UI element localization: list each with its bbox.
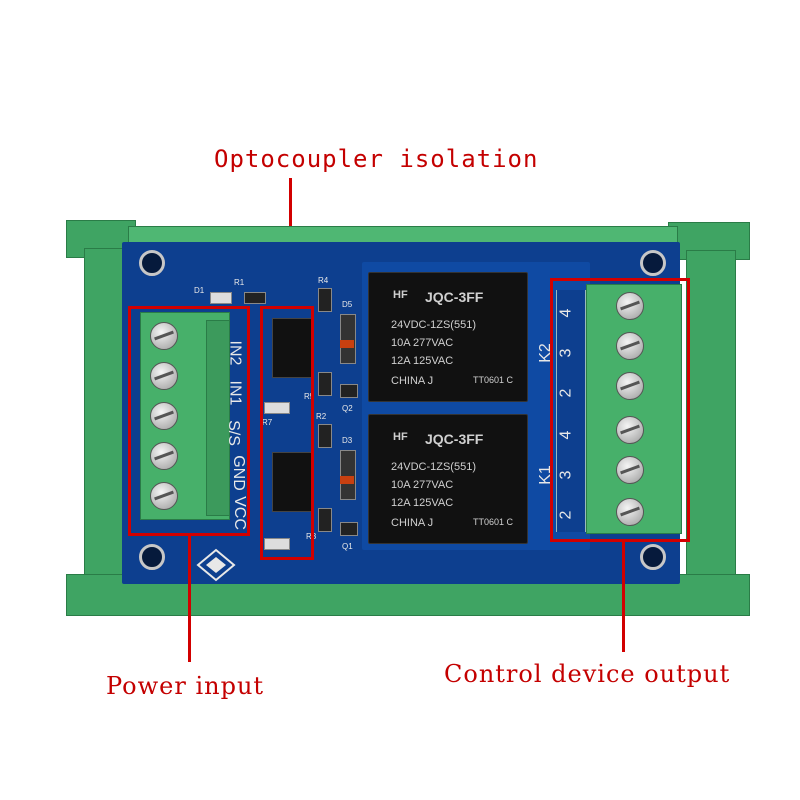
silk-r4: R4 xyxy=(318,276,329,285)
output-terminal-block xyxy=(586,284,682,534)
silk-r7: R7 xyxy=(262,418,273,427)
resistor-r3 xyxy=(318,508,332,532)
silk-d5: D5 xyxy=(342,300,353,309)
transistor-q2 xyxy=(340,384,358,398)
input-screw-1[interactable] xyxy=(150,322,178,350)
silk-q2: Q2 xyxy=(342,404,353,413)
control-output-highlight xyxy=(550,278,690,542)
output-screw-4[interactable] xyxy=(616,416,644,444)
resistor-r4 xyxy=(318,288,332,312)
relay-k2-code: TT0601 C xyxy=(473,375,514,385)
silk-q1: Q1 xyxy=(342,542,353,551)
brand-logo-icon xyxy=(196,548,236,582)
input-screw-4[interactable] xyxy=(150,442,178,470)
mounting-hole-bottom-right xyxy=(640,544,666,570)
relay-k1-rating2: 12A 125VAC xyxy=(391,497,454,509)
relay-k2-rating1: 10A 277VAC xyxy=(391,337,454,349)
relay-k1-model: JQC-3FF xyxy=(425,431,484,447)
led-d1 xyxy=(210,292,232,304)
diode-d3-band xyxy=(340,476,354,484)
silk-r5: R5 xyxy=(304,392,315,401)
relay-k2-origin: CHINA J xyxy=(391,375,434,387)
optocoupler-ic-1 xyxy=(272,318,314,378)
output-pin-strip xyxy=(556,290,586,532)
input-screw-2[interactable] xyxy=(150,362,178,390)
optocoupler-ic-2 xyxy=(272,452,314,512)
relay-k1-rating1: 10A 277VAC xyxy=(391,479,454,491)
relay-k1-brand: HF xyxy=(393,431,408,443)
power-input-pointer xyxy=(188,536,191,662)
relay-k2: JQC-3FF HF 24VDC-1ZS(551) 10A 277VAC 12A… xyxy=(368,272,528,402)
control-output-pointer xyxy=(622,542,625,652)
mounting-hole-bottom-left xyxy=(139,544,165,570)
optocoupler-highlight xyxy=(260,306,314,560)
silk-d1: D1 xyxy=(194,286,205,295)
led-opto-1 xyxy=(264,402,290,414)
output-screw-1[interactable] xyxy=(616,292,644,320)
diode-d5-band xyxy=(340,340,354,348)
relay-k1-coil: 24VDC-1ZS(551) xyxy=(391,461,476,473)
input-screw-3[interactable] xyxy=(150,402,178,430)
control-output-callout: Control device output xyxy=(444,660,731,688)
transistor-q1 xyxy=(340,522,358,536)
resistor-r2 xyxy=(318,424,332,448)
output-screw-2[interactable] xyxy=(616,332,644,360)
din-rail-left-side xyxy=(84,248,124,586)
diode-d5 xyxy=(340,314,356,364)
relay-k2-coil: 24VDC-1ZS(551) xyxy=(391,319,476,331)
resistor-r1 xyxy=(244,292,266,304)
diode-d3 xyxy=(340,450,356,500)
relay-k1: JQC-3FF HF 24VDC-1ZS(551) 10A 277VAC 12A… xyxy=(368,414,528,544)
output-screw-6[interactable] xyxy=(616,498,644,526)
silk-d3: D3 xyxy=(342,436,353,445)
relay-k2-brand: HF xyxy=(393,289,408,301)
resistor-r5 xyxy=(318,372,332,396)
silk-r2: R2 xyxy=(316,412,327,421)
din-rail-right-side xyxy=(686,250,736,588)
optocoupler-callout: Optocoupler isolation xyxy=(214,145,539,173)
relay-k2-rating2: 12A 125VAC xyxy=(391,355,454,367)
relay-k2-model: JQC-3FF xyxy=(425,289,484,305)
silk-r1: R1 xyxy=(234,278,245,287)
input-screw-5[interactable] xyxy=(150,482,178,510)
power-input-callout: Power input xyxy=(106,672,265,700)
output-screw-3[interactable] xyxy=(616,372,644,400)
led-opto-2 xyxy=(264,538,290,550)
input-terminal-back xyxy=(206,320,230,516)
mounting-hole-top-right xyxy=(640,250,666,276)
power-input-highlight xyxy=(128,306,250,536)
output-screw-5[interactable] xyxy=(616,456,644,484)
mounting-hole-top-left xyxy=(139,250,165,276)
relay-k1-code: TT0601 C xyxy=(473,517,514,527)
relay-k1-origin: CHINA J xyxy=(391,517,434,529)
